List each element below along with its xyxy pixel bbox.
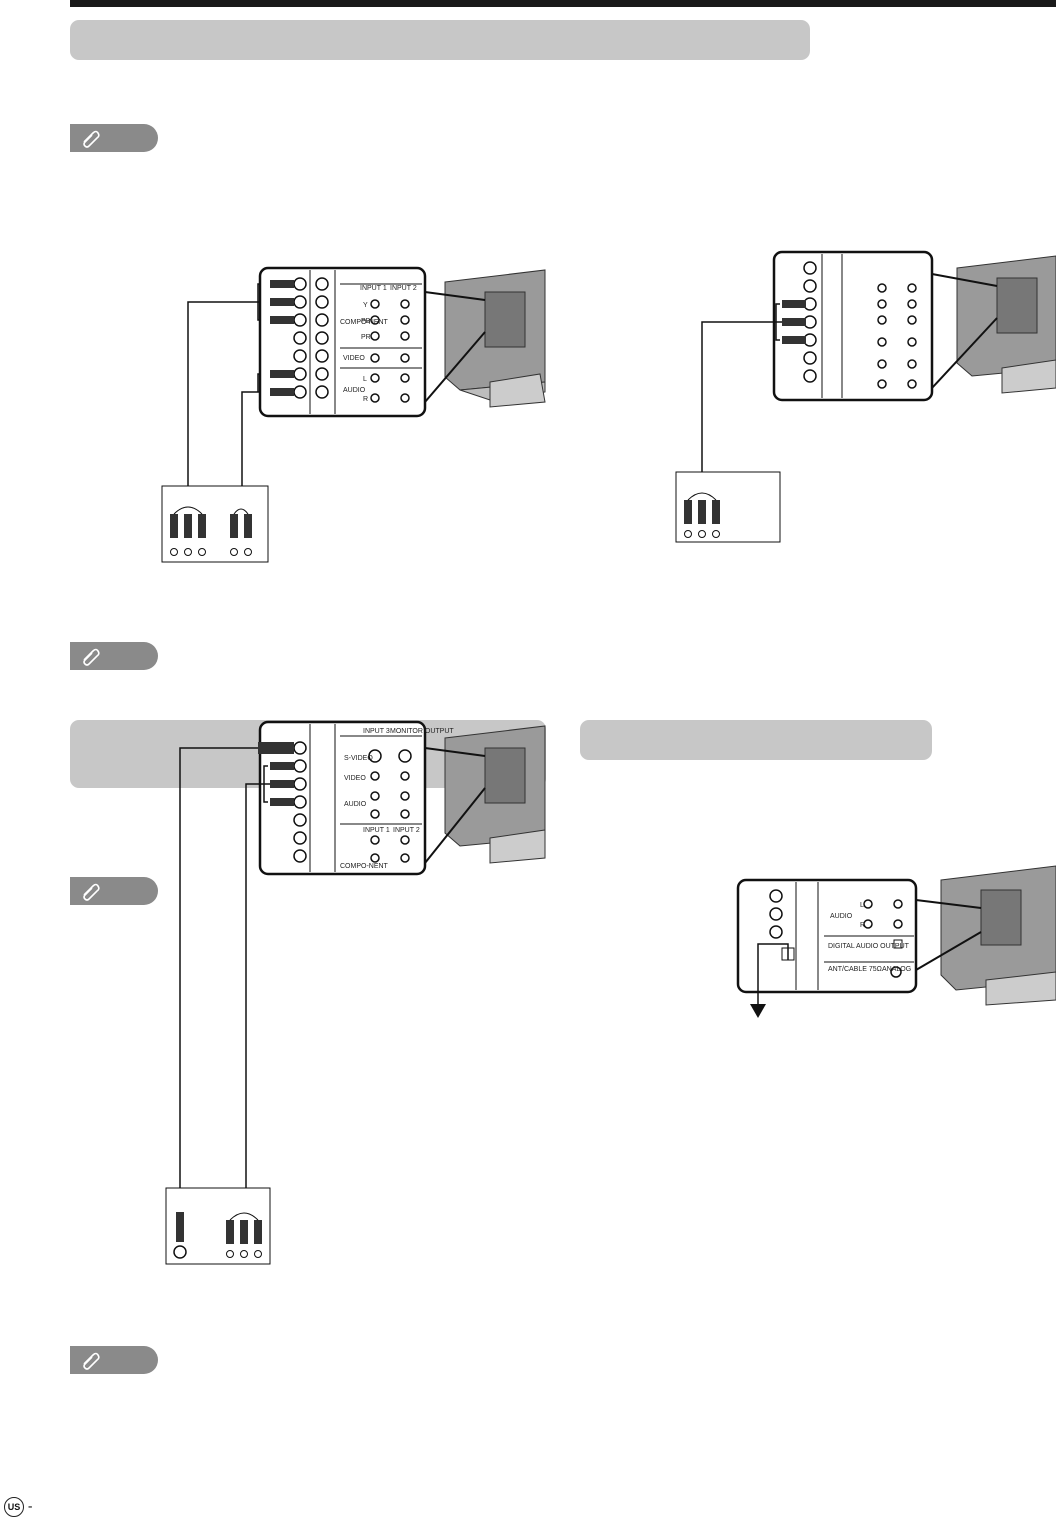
paperclip-icon <box>83 648 100 666</box>
note-badge-3 <box>70 877 158 905</box>
diagram-label-input3: INPUT 3 <box>363 728 390 735</box>
region-badge-us: US <box>4 1497 24 1517</box>
arrow-down-icon <box>750 1004 766 1018</box>
diagram-label-pb: PB <box>361 318 371 325</box>
diagram-label-component: COMPO-NENT <box>340 863 389 870</box>
tv-rear-illustration <box>956 255 1056 394</box>
diagram-label-r: R <box>860 922 865 929</box>
diagram-label-audio: AUDIO <box>343 387 366 394</box>
diagram-label-analog: ANALOG <box>882 966 911 973</box>
page-footer: US - <box>4 1497 33 1517</box>
note-badge-2 <box>70 642 158 670</box>
diagram-label-l: L <box>363 376 367 383</box>
section-header-1 <box>70 20 810 60</box>
diagram-label-input1: INPUT 1 <box>363 827 390 834</box>
footer-separator: - <box>27 1497 33 1514</box>
diagram-label-component: COMPO-NENT <box>340 319 389 326</box>
composite-connection-diagram <box>675 250 1056 543</box>
component-connection-diagram: INPUT 1 INPUT 2 COMPO-NENT VIDEO AUDIO Y… <box>161 266 546 563</box>
diagram-label-ant-cable: ANT/CABLE 75Ω <box>828 966 882 973</box>
paperclip-icon <box>83 1352 100 1370</box>
diagram-label-l: L <box>860 902 864 909</box>
diagram-label-input1: INPUT 1 <box>360 285 387 292</box>
tv-rear-illustration <box>940 865 1056 1006</box>
note-badge-4 <box>70 1346 158 1374</box>
note-badge-1 <box>70 124 158 152</box>
diagram-label-digital-audio-output: DIGITAL AUDIO OUTPUT <box>828 943 910 950</box>
diagram-label-monitor-output: MONITOR OUTPUT <box>390 728 454 735</box>
diagram-label-video: VIDEO <box>344 775 366 782</box>
s-video-connection-diagram: S-VIDEO VIDEO AUDIO INPUT 3 MONITOR OUTP… <box>165 720 546 1265</box>
digital-audio-output-diagram: AUDIO L R DIGITAL AUDIO OUTPUT ANT/CABLE… <box>736 865 1056 1018</box>
diagram-label-audio: AUDIO <box>344 801 367 808</box>
diagram-label-s-video: S-VIDEO <box>344 755 373 762</box>
diagram-label-r: R <box>363 396 368 403</box>
section-header-3 <box>580 720 932 760</box>
diagram-label-input2: INPUT 2 <box>393 827 420 834</box>
tv-rear-illustration <box>444 269 546 408</box>
tv-rear-illustration <box>444 725 546 864</box>
top-rule <box>70 0 1056 7</box>
diagram-label-audio: AUDIO <box>830 913 853 920</box>
diagram-label-video: VIDEO <box>343 355 365 362</box>
diagram-label-y: Y <box>363 302 368 309</box>
paperclip-icon <box>83 130 100 148</box>
diagram-label-input2: INPUT 2 <box>390 285 417 292</box>
diagram-label-pr: PR <box>361 334 371 341</box>
paperclip-icon <box>83 883 100 901</box>
